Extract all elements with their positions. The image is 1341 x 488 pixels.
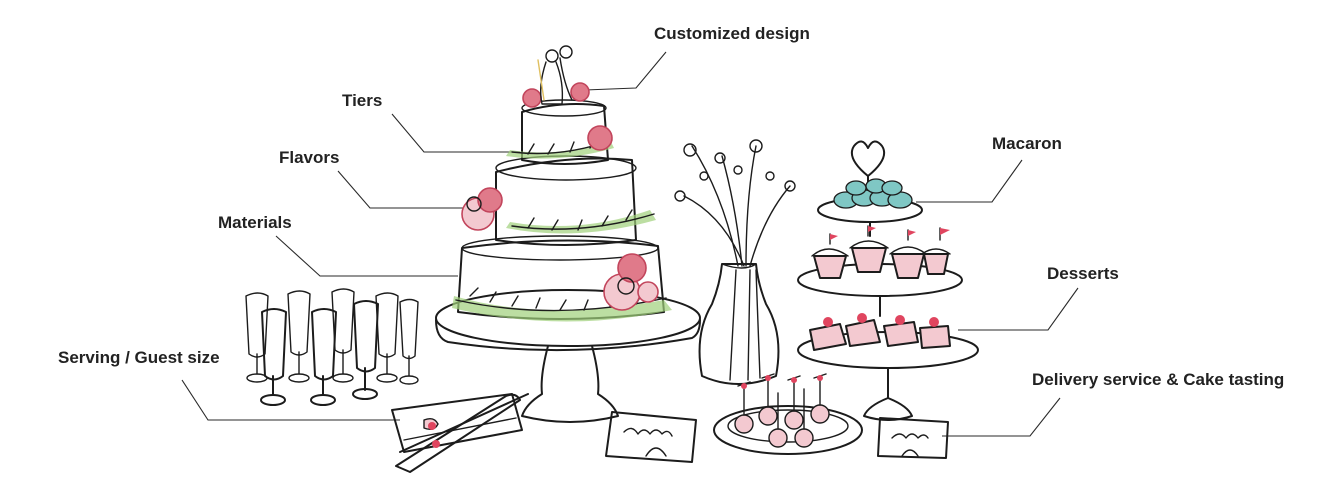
leader-serving	[181, 379, 400, 421]
leader-macaron	[916, 159, 1023, 203]
cupcake-decorations	[811, 225, 951, 279]
cake-pops-plate-illustration	[713, 373, 863, 455]
dessert-stand-illustration	[797, 140, 979, 421]
leaf-garlands	[452, 137, 672, 322]
rose-decorations	[461, 82, 659, 311]
label-delivery-cake-tasting: Delivery service & Cake tasting	[1032, 370, 1285, 389]
label-serving-guest-size: Serving / Guest size	[58, 348, 220, 367]
label-macaron: Macaron	[992, 134, 1062, 153]
tiered-wedding-cake-illustration	[452, 45, 672, 322]
label-materials: Materials	[218, 213, 292, 232]
cake-stand-illustration	[435, 289, 701, 423]
leader-desserts	[958, 287, 1079, 331]
leader-tiers	[391, 113, 520, 153]
napkin-cutlery-illustration	[391, 393, 529, 473]
petit-four-decorations	[809, 313, 951, 351]
flower-vase-illustration	[674, 139, 796, 385]
label-customized-design: Customized design	[654, 24, 810, 43]
place-card-right-illustration	[877, 417, 949, 459]
place-card-left-illustration	[605, 411, 697, 463]
leader-lines	[181, 51, 1079, 437]
macaron-decorations	[833, 178, 913, 209]
leader-delivery	[942, 397, 1061, 437]
label-desserts: Desserts	[1047, 264, 1119, 283]
leader-materials	[275, 235, 458, 277]
couple-cake-topper	[537, 45, 573, 105]
label-flavors: Flavors	[279, 148, 340, 167]
champagne-flutes-illustration	[245, 288, 419, 406]
leader-customized-design	[584, 51, 667, 91]
leader-flavors	[337, 170, 470, 209]
label-tiers: Tiers	[342, 91, 383, 110]
